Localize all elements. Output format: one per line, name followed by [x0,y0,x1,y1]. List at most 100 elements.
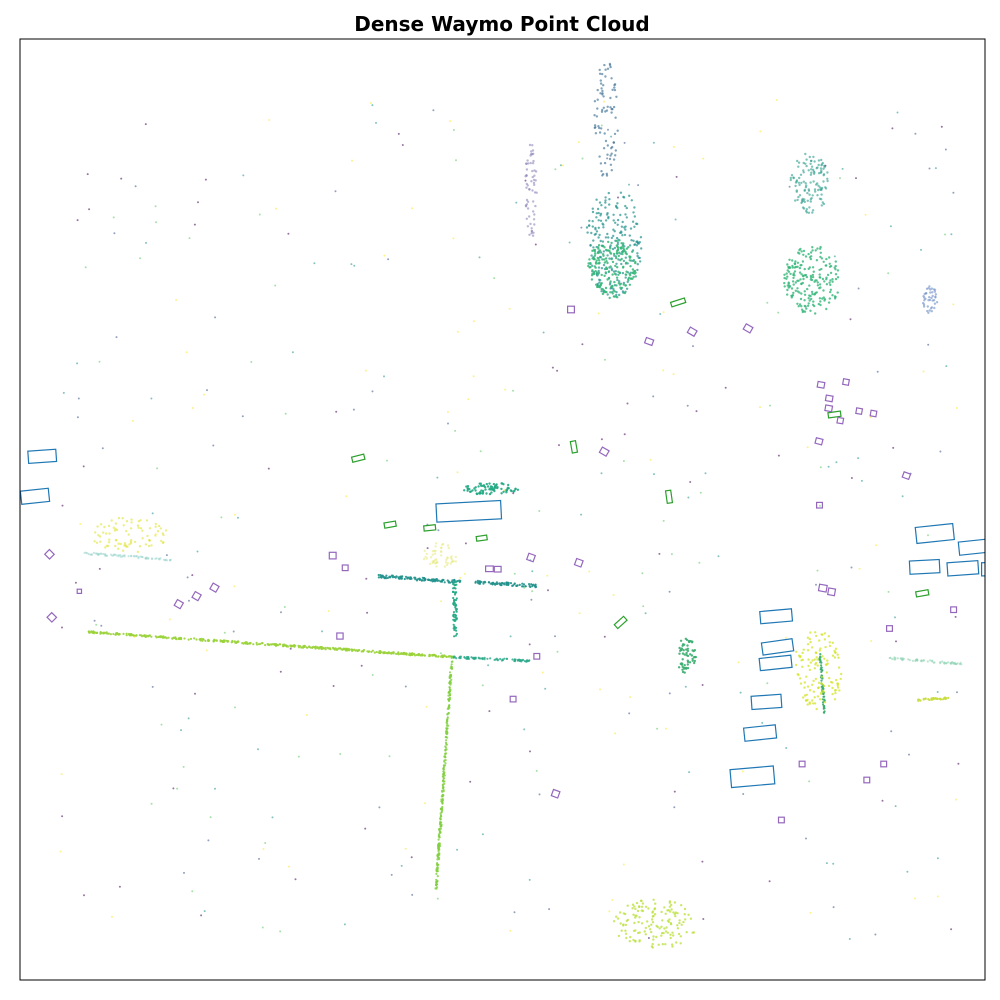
lidar-point [634,275,637,278]
lidar-point [809,162,812,165]
lidar-point [808,206,811,209]
lidar-point [432,654,435,657]
lidar-point [453,628,456,632]
lidar-point [625,216,628,219]
lidar-point [322,647,325,650]
lidar-point [608,62,612,66]
lidar-point [454,580,458,583]
lidar-point [125,545,128,548]
lidar-point [808,780,811,783]
lidar-point [761,721,764,724]
lidar-point [452,237,455,240]
lidar-point [686,644,689,647]
lidar-point [76,416,79,419]
lidar-point [554,635,556,638]
lidar-point [603,63,606,67]
lidar-point [440,810,443,813]
lidar-point [834,651,837,654]
lidar-point [271,816,274,819]
lidar-point [931,299,934,302]
lidar-point [808,689,812,692]
lidar-point [811,209,815,212]
lidar-point [551,366,554,369]
lidar-point [452,613,455,616]
lidar-point [92,631,96,634]
lidar-point [604,196,607,199]
lidar-point [644,612,647,615]
lidar-point [595,283,598,286]
lidar-point [809,640,812,644]
lidar-point [437,529,440,532]
lidar-point [800,305,803,308]
lidar-point [95,623,98,626]
lidar-point [613,132,617,136]
lidar-point [445,732,448,735]
lidar-point [606,293,609,296]
lidar-point [633,215,636,218]
lidar-point [185,351,188,354]
lidar-point [442,777,446,780]
lidar-point [465,485,468,488]
lidar-point [511,584,514,588]
lidar-point [125,634,128,637]
lidar-point [397,653,400,656]
lidar-point [146,634,150,637]
lidar-point [397,132,400,135]
lidar-point [161,541,165,545]
lidar-point [931,291,934,294]
lidar-point [624,273,628,276]
lidar-point [400,577,403,580]
lidar-point [615,249,619,253]
lidar-point [798,183,801,187]
lidar-point [137,555,140,559]
lidar-point [605,260,608,263]
lidar-point [668,692,671,695]
lidar-point [386,576,389,580]
lidar-point [635,901,639,905]
lidar-point [353,264,356,267]
lidar-point [633,225,636,228]
lidar-point [799,297,803,301]
lidar-point [612,594,615,596]
cyclist-box-21 [475,534,488,542]
pedestrian-box-56 [826,587,837,597]
lidar-point [487,581,491,584]
lidar-point [594,270,597,273]
lidar-point [930,310,933,313]
lidar-point [522,658,525,662]
lidar-point [134,185,137,188]
lidar-point [513,572,516,575]
lidar-point [952,191,955,194]
lidar-point [933,302,937,305]
lidar-point [817,184,820,187]
lidar-point [368,650,371,653]
lidar-point [500,482,504,485]
lidar-point [621,266,625,269]
lidar-point [160,723,163,726]
vehicle-box-5 [908,558,941,575]
lidar-point [591,220,594,223]
lidar-point [434,562,437,565]
lidar-point [345,495,348,498]
lidar-point [680,904,683,907]
lidar-point [594,262,598,265]
lidar-point [926,305,929,308]
lidar-point [660,910,663,914]
lidar-point [532,218,536,221]
lidar-point [822,174,825,177]
lidar-point [815,167,818,170]
lidar-point [828,281,831,284]
lidar-point [532,178,536,182]
lidar-point [815,656,818,659]
lidar-point [607,270,611,273]
lidar-point [792,176,795,180]
lidar-point [618,280,621,283]
lidar-point [623,233,627,237]
lidar-point [936,895,939,898]
lidar-point [433,552,437,555]
lidar-point [591,225,594,228]
lidar-point [98,567,101,570]
lidar-point [614,149,617,152]
lidar-point [834,647,838,650]
lidar-point [641,909,645,913]
